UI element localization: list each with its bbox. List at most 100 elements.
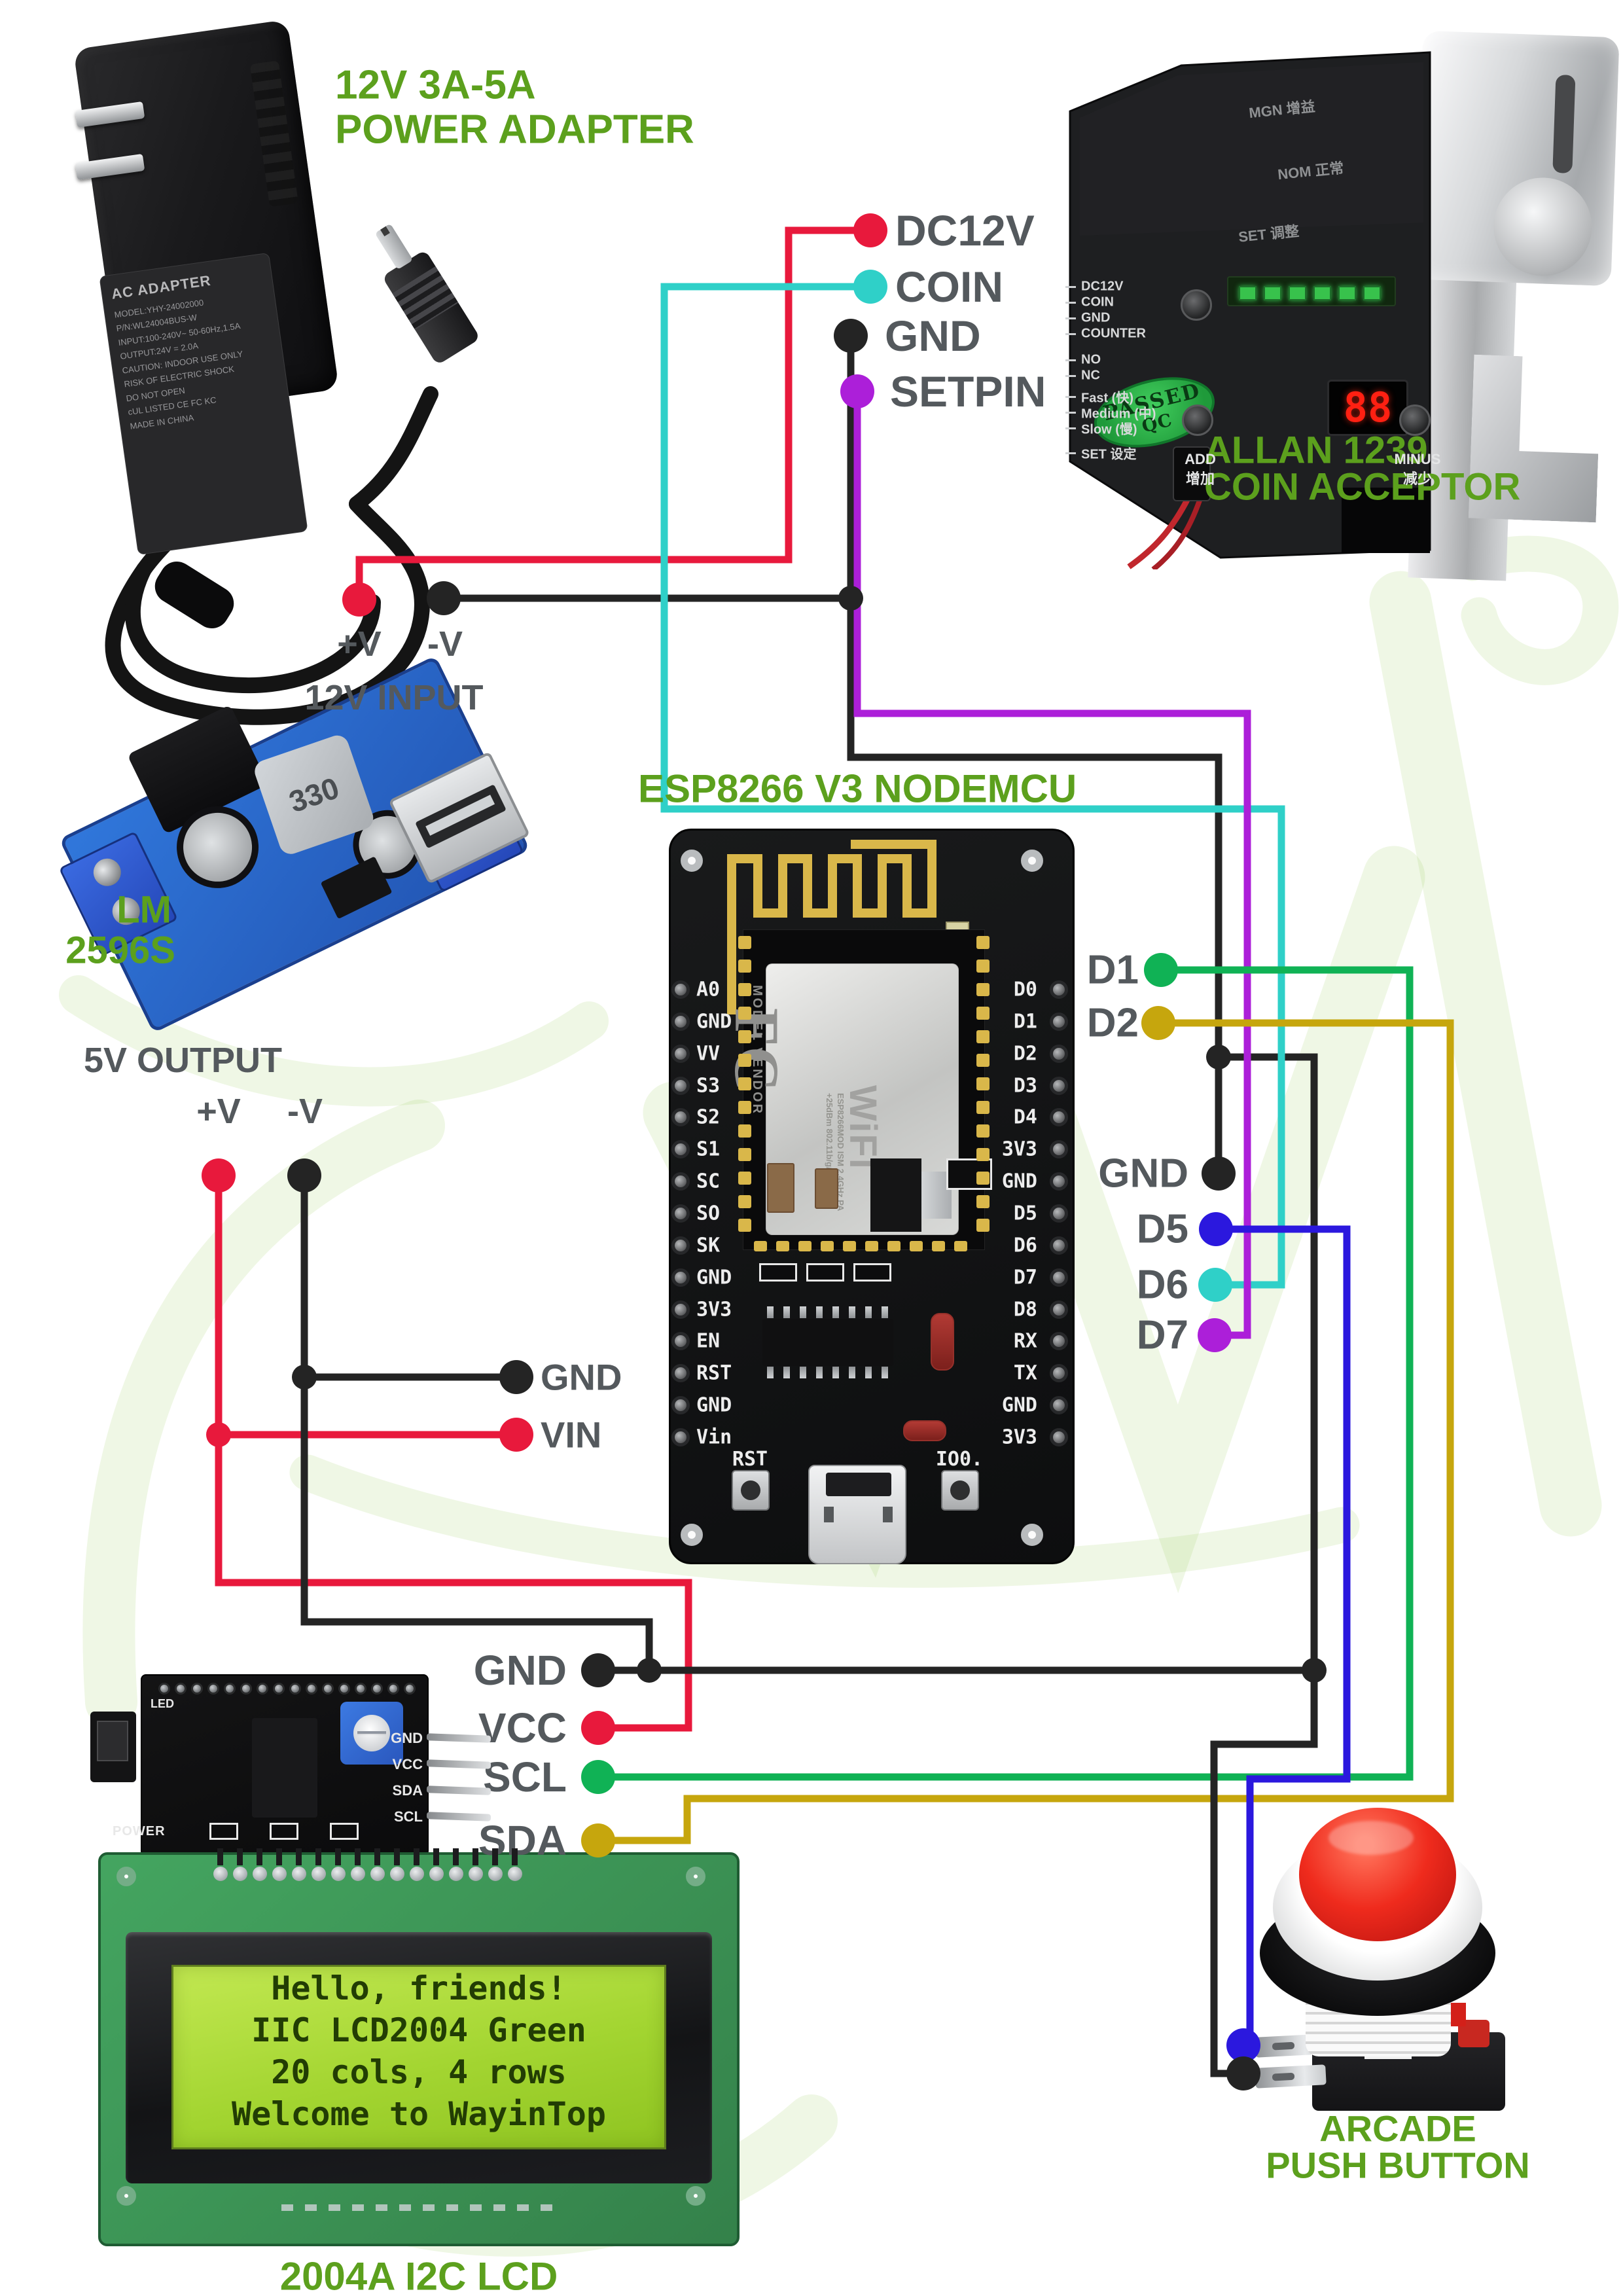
wire-5v-black [300, 1175, 653, 1674]
smd-resistor [759, 1263, 797, 1282]
castellation-pad [738, 1124, 751, 1138]
castellation-pad [910, 1241, 923, 1251]
chip-pin [783, 1367, 790, 1378]
castellation-pad [738, 1054, 751, 1067]
coin-set-button [1181, 289, 1212, 321]
castellation-pad [865, 1241, 878, 1251]
castellation-pad [976, 1148, 990, 1161]
smd-capacitor [815, 1168, 838, 1209]
terminal-slot [1272, 2072, 1295, 2081]
address-jumper-pad [270, 1823, 298, 1840]
wire-terminal-dot [1198, 1318, 1232, 1352]
lcd-mount-hole [116, 2186, 136, 2206]
chip-pin [816, 1306, 823, 1318]
castellation-pad [776, 1241, 789, 1251]
wire-terminal-dot [581, 1760, 615, 1794]
adapter-vents [249, 60, 298, 207]
terminal-screw [107, 893, 145, 930]
usb-uart-chip [762, 1319, 893, 1366]
i2c-backpack-photo: LED POWER [85, 1666, 543, 1862]
wire-terminal-dot [1202, 1157, 1236, 1191]
reset-button-cap [741, 1480, 760, 1500]
castellation-pad [976, 983, 990, 996]
coin-credit-display: 88 [1327, 380, 1408, 436]
wire-terminal-dot [499, 1418, 533, 1452]
wire-gnd-branch-black [1219, 1053, 1318, 1670]
wire-label-d6: D6 [1136, 1262, 1188, 1308]
castellation-pad [754, 1241, 767, 1251]
chip-pin [800, 1306, 806, 1318]
wire-terminal-dot [287, 1158, 321, 1193]
wire-terminal-dot [1302, 1658, 1327, 1683]
wire-terminal-dot [202, 1158, 236, 1193]
castellation-pad [976, 1007, 990, 1020]
contrast-trimpot [340, 1702, 403, 1765]
arcade-button-photo [1230, 1787, 1603, 2193]
wire-terminal-dot [499, 1360, 533, 1394]
wire-label-dc12v: DC12V [895, 206, 1035, 255]
coin-led-window [1227, 276, 1396, 306]
led-silk-label: LED [151, 1697, 174, 1710]
wire-terminal-dot [581, 1653, 615, 1687]
coin-minus-button [1399, 404, 1431, 436]
buck-converter-photo: 330 [33, 655, 569, 1106]
castellation-pad [976, 1101, 990, 1114]
castellation-pad [798, 1241, 812, 1251]
castellation-pad [976, 1054, 990, 1067]
wifi-logo: WiFi [842, 1085, 884, 1170]
reset-button [732, 1470, 770, 1511]
castellation-pad [954, 1241, 967, 1251]
wire-terminal-dot [840, 374, 874, 408]
coin-acceptor-photo: 88 PASSED QC [1060, 26, 1623, 581]
led-jumper [90, 1712, 136, 1782]
mount-hole [681, 850, 703, 872]
trimpot-slot [357, 1731, 386, 1735]
smd-capacitor [767, 1163, 794, 1213]
lcd-photo [98, 1846, 746, 2296]
chip-pin [849, 1367, 855, 1378]
lcd-mount-hole [116, 1867, 136, 1886]
pcf8574-chip [252, 1718, 317, 1818]
wire-label-d7: D7 [1136, 1312, 1188, 1358]
castellation-pad [738, 1219, 751, 1232]
chip-pin [882, 1306, 888, 1318]
castellation-pad [738, 1195, 751, 1208]
chip-pin [865, 1367, 872, 1378]
lcd-mount-hole [686, 1867, 705, 1886]
chip-pin [865, 1306, 872, 1318]
chip-pin [767, 1367, 774, 1378]
smd-resistor [806, 1263, 844, 1282]
castellation-pad [738, 1172, 751, 1185]
castellation-pad [738, 1148, 751, 1161]
castellation-pad [738, 1077, 751, 1090]
usb-opening [826, 1473, 891, 1496]
wire-label-d5: D5 [1136, 1206, 1188, 1252]
mount-hole [681, 1524, 703, 1546]
usb-hole [824, 1507, 834, 1522]
castellation-pad [843, 1241, 856, 1251]
lcd-mount-hole [686, 2186, 705, 2206]
castellation-pad [976, 1124, 990, 1138]
usb-hole [883, 1507, 893, 1522]
wire-5v-red [215, 1175, 692, 1732]
castellation-pad [976, 1030, 990, 1043]
voltage-regulator [870, 1158, 921, 1232]
wire-terminal-dot [206, 1422, 231, 1447]
wire-label-setpin: SETPIN [890, 367, 1046, 416]
wire-terminal-dot [1198, 1268, 1232, 1302]
wire-terminal-dot [581, 1711, 615, 1745]
wire-terminal-dot [1144, 953, 1178, 987]
wire-terminal-dot [853, 213, 887, 247]
diode [903, 1420, 946, 1441]
fcc-logo: FC [722, 1008, 792, 1092]
title-esp8266-v3-nodemcu: ESP8266 V3 NODEMCU [638, 766, 1077, 811]
lm2596-board: 330 [58, 655, 531, 1033]
flash-button-cap [950, 1480, 970, 1500]
chip-pin [816, 1367, 823, 1378]
chip-pin [832, 1367, 839, 1378]
chip-pin [783, 1306, 790, 1318]
castellation-pad [932, 1241, 945, 1251]
castellation-pad [976, 936, 990, 949]
wire-label-gnd: GND [1098, 1151, 1188, 1196]
